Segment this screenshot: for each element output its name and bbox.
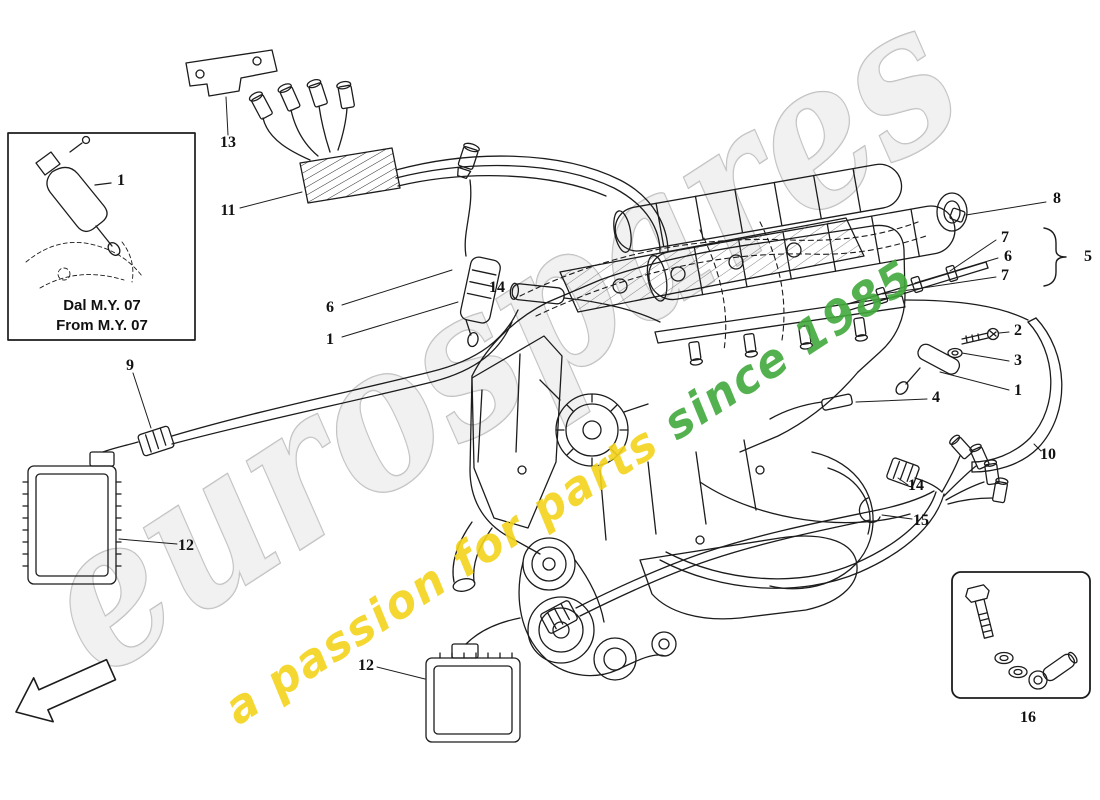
- fuel-rail: [654, 295, 906, 366]
- inset-box: [7, 132, 196, 341]
- callout-7[interactable]: 7: [1001, 229, 1009, 246]
- callout-16[interactable]: 16: [1020, 709, 1036, 726]
- mounting-bracket-13: [185, 49, 278, 97]
- callout-13[interactable]: 13: [220, 134, 236, 151]
- hidden-wiring: [519, 221, 927, 351]
- leader-lines: [118, 96, 1047, 680]
- cam-cover: [559, 217, 865, 313]
- inset-caption: Dal M.Y. 07 From M.Y. 07: [10, 296, 194, 336]
- harness-9: [102, 309, 519, 457]
- ecu-bottom-12: [425, 643, 521, 743]
- callout-4[interactable]: 4: [932, 389, 940, 406]
- callout-1[interactable]: 1: [326, 331, 334, 348]
- callout-14[interactable]: 14: [908, 477, 924, 494]
- sleeve-14-left: [509, 282, 565, 305]
- coil-screw-washer-right: [895, 327, 1000, 395]
- ecu-block-11: [299, 147, 401, 204]
- watermark-brand-text: eurospares: [0, 0, 999, 721]
- callout-6[interactable]: 6: [1004, 248, 1012, 265]
- callout-8[interactable]: 8: [1053, 190, 1061, 207]
- callout-15[interactable]: 15: [913, 512, 929, 529]
- belt-pulleys: [518, 537, 677, 681]
- inset-car-contour: [25, 241, 143, 289]
- inset-ignition-coil: [35, 135, 121, 256]
- direction-arrow-icon: [15, 658, 117, 723]
- sensor-4: [769, 393, 853, 420]
- callout-10[interactable]: 10: [1040, 446, 1056, 463]
- callout-2[interactable]: 2: [1014, 322, 1022, 339]
- connector-8: [949, 207, 966, 223]
- callout-3[interactable]: 3: [1014, 352, 1022, 369]
- inset-caption-line2: From M.Y. 07: [56, 317, 148, 334]
- injector-connector-cluster: [248, 79, 669, 253]
- callout-1[interactable]: 1: [1014, 382, 1022, 399]
- harness-bottom: [465, 490, 935, 645]
- throttle-inlet: [936, 192, 968, 232]
- inset-caption-line1: Dal M.Y. 07: [63, 297, 141, 314]
- engine-block: [469, 224, 906, 620]
- callout-6[interactable]: 6: [326, 299, 334, 316]
- callout-14[interactable]: 14: [489, 279, 505, 296]
- callout-5[interactable]: 5: [1084, 248, 1092, 265]
- callout-9[interactable]: 9: [126, 357, 134, 374]
- callout-7[interactable]: 7: [1001, 267, 1009, 284]
- callout-11[interactable]: 11: [220, 202, 236, 219]
- callout-brace: [1043, 227, 1067, 287]
- fuel-hose-10: [904, 299, 1063, 473]
- coil-pack-right: [858, 434, 1009, 524]
- callout-1[interactable]: 1: [117, 172, 125, 189]
- hardware-box-16: [951, 571, 1091, 699]
- water-pipe: [452, 521, 493, 592]
- ignition-coil-center: [457, 142, 501, 348]
- ecu-left-12: [22, 451, 122, 585]
- callout-12[interactable]: 12: [358, 657, 374, 674]
- alternator: [539, 379, 649, 467]
- lower-harness-loops: [659, 481, 945, 589]
- callout-12[interactable]: 12: [178, 537, 194, 554]
